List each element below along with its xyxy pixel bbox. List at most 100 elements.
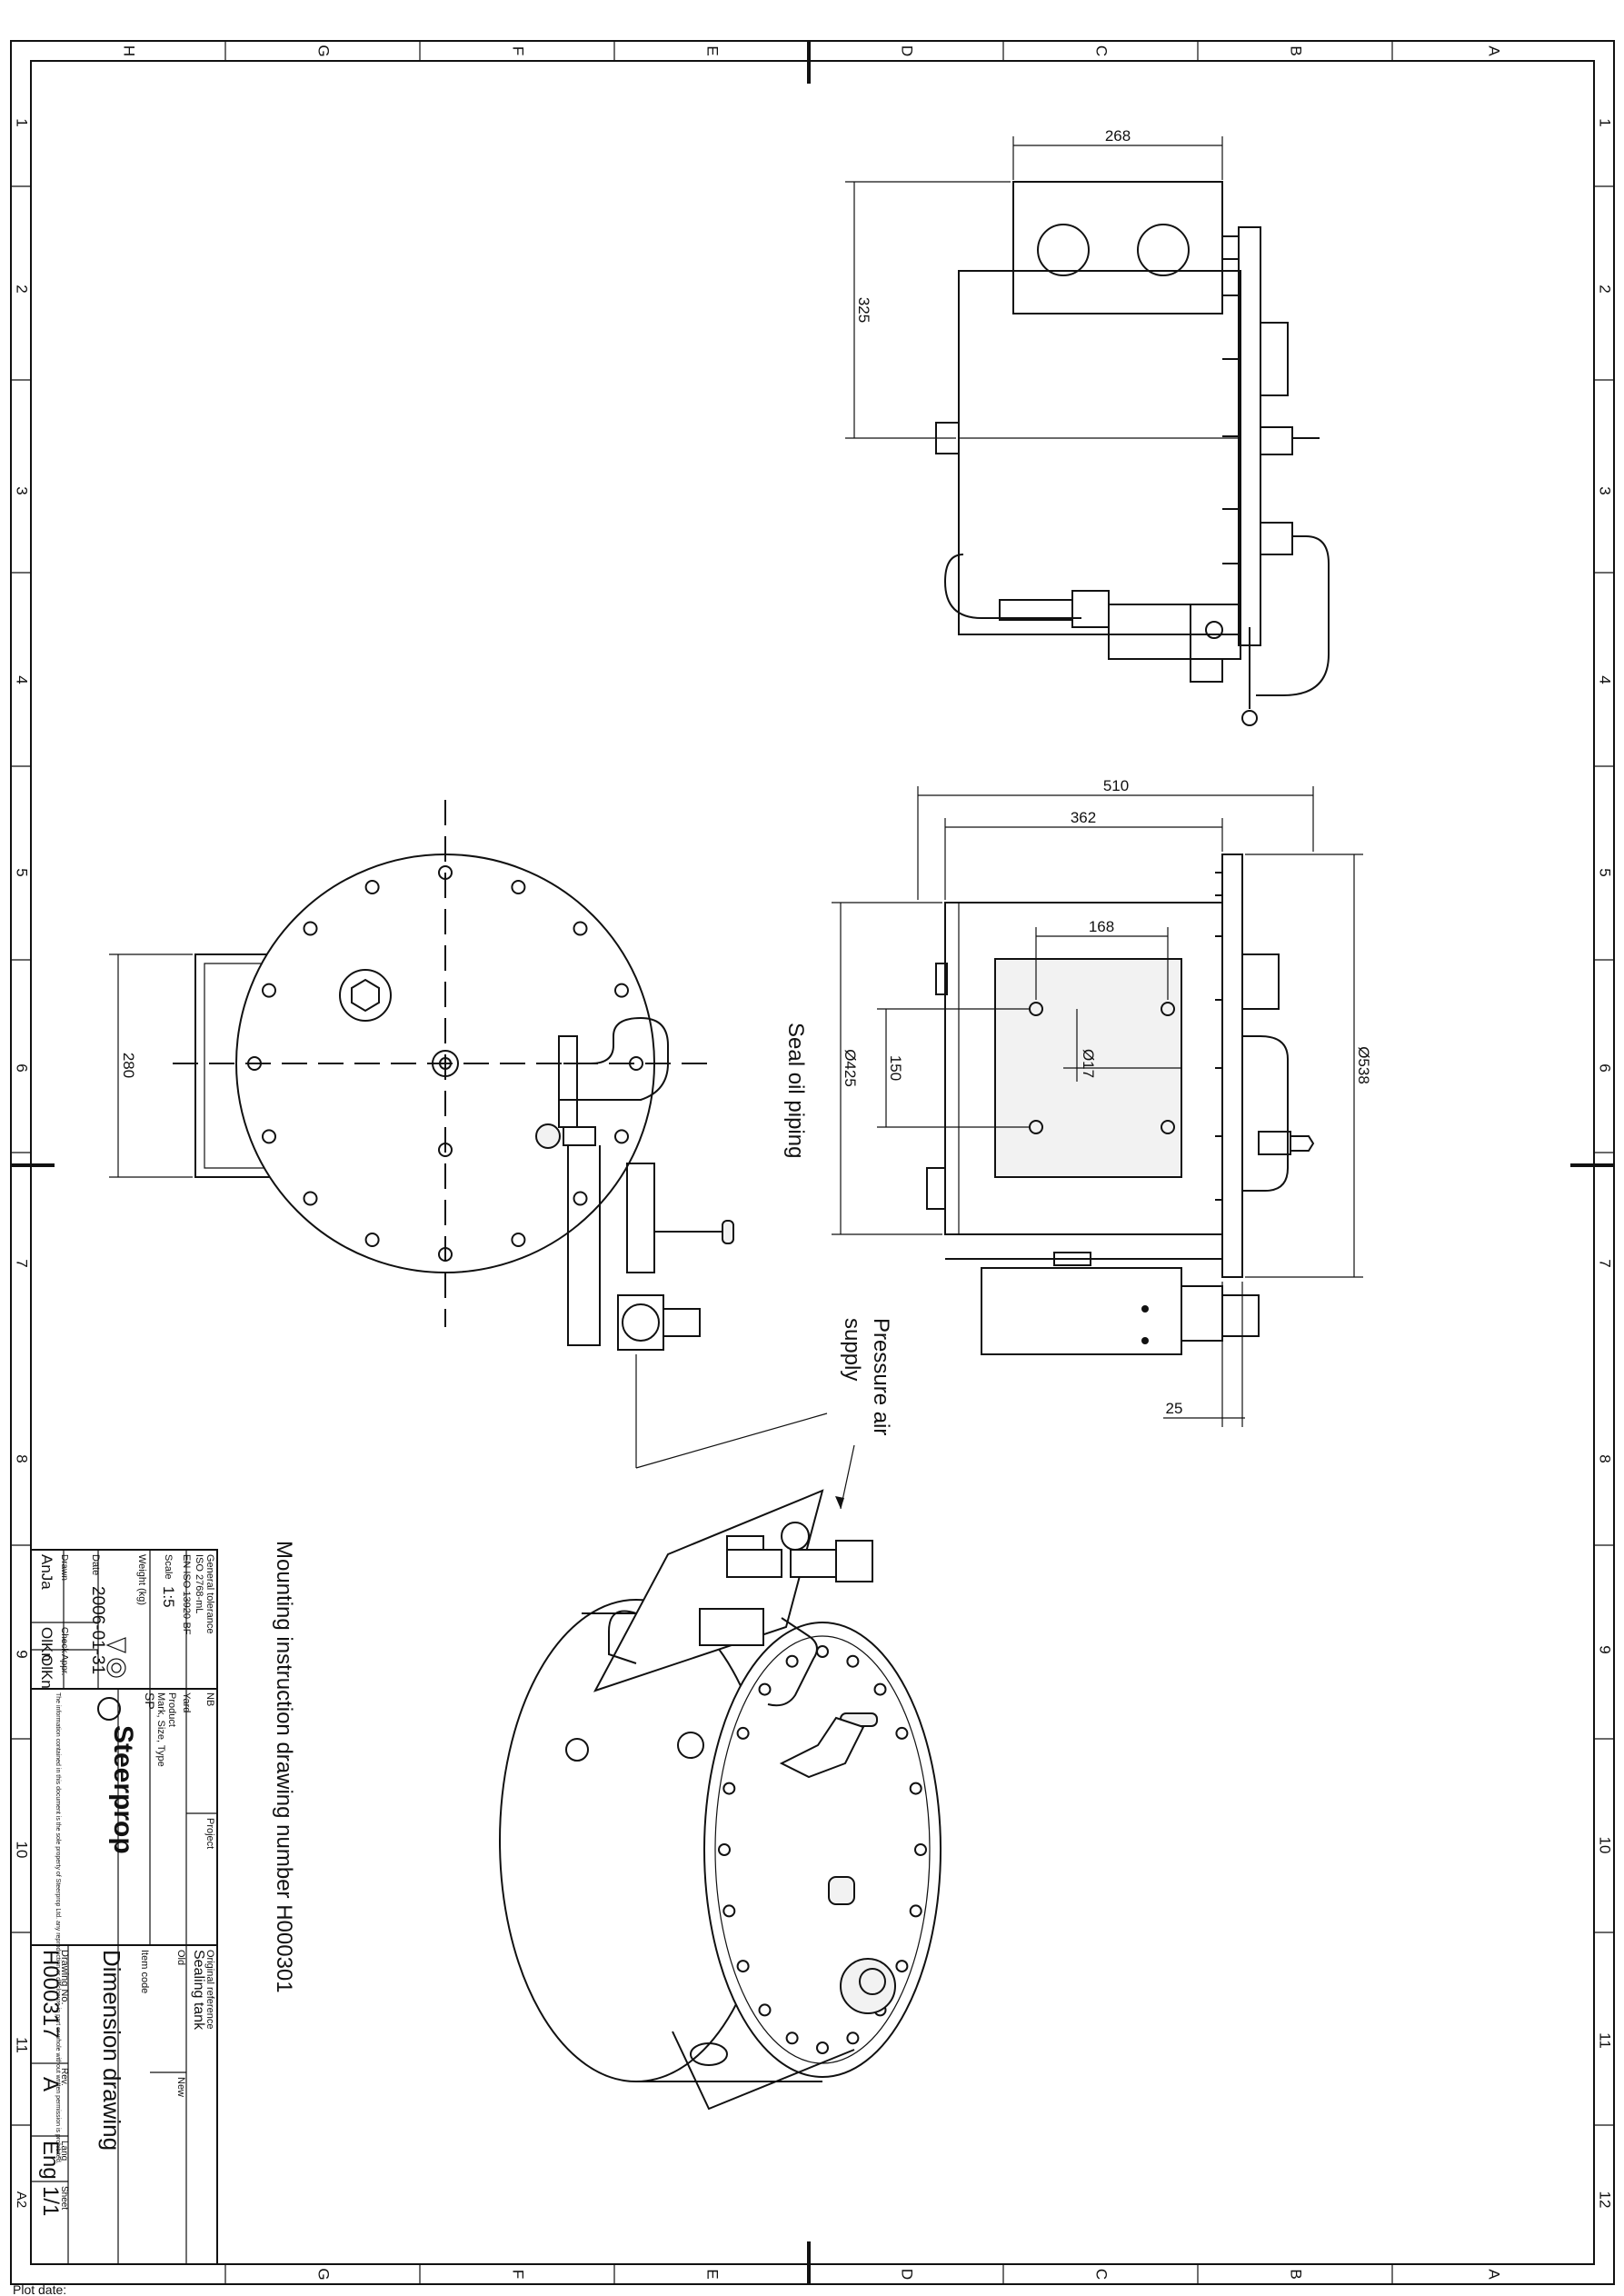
row-left-6: 6	[14, 1063, 31, 1072]
flange-bolt	[736, 1960, 750, 1973]
row-right-6: 6	[1597, 1063, 1614, 1072]
col-bottom-a: A	[1486, 2269, 1503, 2280]
flange-bolt	[914, 1843, 927, 1856]
pressure-air-label-1: Pressure air	[869, 1318, 893, 1435]
tb-item-code-label: Item code	[139, 1950, 150, 1993]
tb-new-label: New	[175, 2077, 186, 2097]
flange-bolt	[785, 1654, 799, 1668]
plot-date-label: Plot date:	[13, 2282, 66, 2296]
flange-bolt	[303, 921, 318, 936]
flange-bolt	[909, 1904, 922, 1918]
tb-check: OlKn	[38, 1627, 55, 1662]
flange-bolt	[785, 2031, 799, 2045]
row-right-7: 7	[1597, 1259, 1614, 1267]
flange-bolt	[511, 1233, 526, 1247]
tb-title: Dimension drawing	[98, 1950, 125, 2151]
flange-bolt	[873, 1682, 887, 1696]
flange-bolt	[438, 865, 453, 880]
flange-bolt	[736, 1726, 750, 1740]
flange-bolt	[846, 2031, 860, 2045]
tb-sheet-label: Sheet	[59, 2186, 69, 2210]
flange-bolt	[629, 1056, 643, 1071]
side-view: 510 362 168 Ø17 150 Ø425 Ø538 25	[832, 777, 1372, 1427]
column-markers: H G F E D C B A G F E D C B A	[121, 41, 1503, 2284]
row-left-1: 1	[14, 118, 31, 126]
col-top-c: C	[1093, 45, 1111, 56]
row-left-11: 11	[14, 2037, 31, 2053]
row-right-8: 8	[1597, 1454, 1614, 1462]
row-right-12: 12	[1597, 2191, 1614, 2209]
seal-oil-label: Seal oil piping	[783, 1023, 808, 1158]
pressure-air-label-2: supply	[840, 1318, 864, 1381]
col-top-f: F	[510, 46, 527, 55]
title-block: General tolerance ISO 2768-mL EN ISO 139…	[30, 1549, 218, 2265]
flange-bolt	[909, 1782, 922, 1795]
dim-front-height: 280	[120, 1053, 137, 1078]
dim-side-body: 362	[1071, 809, 1096, 826]
tb-old-label: Old	[175, 1950, 186, 1965]
flange-bolt	[438, 1247, 453, 1262]
flange-bolt	[816, 2041, 829, 2054]
tb-notice: The information contained in this docume…	[55, 1692, 61, 2164]
steerprop-logo: Steerprop	[97, 1697, 138, 1854]
tb-weight-label: Weight (kg)	[136, 1554, 147, 1605]
flange-bolt	[895, 1960, 909, 1973]
flange-bolt	[614, 1129, 629, 1144]
flange-bolt	[247, 1056, 262, 1071]
tb-drawing-no: H000317	[38, 1950, 63, 2038]
col-top-b: B	[1288, 45, 1305, 55]
tb-drawing-no-label: Drawing No.	[59, 1950, 70, 2005]
tb-yard-label: Yard	[181, 1692, 192, 1712]
flange-bolt	[262, 983, 276, 998]
sheet-frame	[10, 40, 1615, 2285]
row-left-5: 5	[14, 868, 31, 876]
dim-side-hole-spacing: 168	[1089, 918, 1114, 935]
flange-bolt	[573, 1191, 588, 1206]
tb-appr: OlKn	[38, 1654, 55, 1689]
tb-general-tolerance: General tolerance	[204, 1554, 215, 1633]
row-right-10: 10	[1597, 1837, 1614, 1854]
tb-sheet: 1/1	[38, 2186, 63, 2216]
flange-bolt	[758, 1682, 772, 1696]
dim-side-tank-dia: Ø425	[842, 1049, 859, 1087]
flange-bolt	[364, 1233, 380, 1247]
flange-bolt	[573, 921, 588, 936]
tb-lang: Eng	[38, 2141, 63, 2180]
dim-top-width: 268	[1105, 127, 1131, 145]
row-left-8: 8	[14, 1454, 31, 1462]
row-right-11: 11	[1597, 2032, 1614, 2049]
col-top-a: A	[1486, 45, 1503, 56]
col-bottom-g: G	[315, 2268, 333, 2280]
tb-orig-ref: Sealing tank	[191, 1950, 206, 2031]
front-view: 280	[109, 800, 828, 1469]
dim-side-vertical-spacing: 150	[887, 1055, 904, 1081]
tb-product-label: Product	[166, 1692, 177, 1727]
col-bottom-c: C	[1093, 2269, 1111, 2280]
row-left-2: 2	[14, 285, 31, 293]
tb-mark: SP	[143, 1692, 157, 1710]
col-bottom-f: F	[510, 2270, 527, 2279]
tb-lang-label: Lang	[59, 2141, 69, 2161]
col-top-g: G	[315, 45, 333, 56]
row-right-2: 2	[1597, 285, 1614, 293]
row-markers: 1 2 3 4 5 6 7 8 1 2 3 4 5 6 7 8 9 10 11 …	[11, 118, 1614, 2208]
dim-side-flange-dia: Ø538	[1355, 1046, 1372, 1084]
tb-scale: 1:5	[160, 1586, 177, 1608]
col-top-d: D	[899, 45, 916, 56]
row-right-4: 4	[1597, 675, 1614, 684]
col-top-h: H	[121, 45, 138, 56]
tb-drawn-label: Drawn	[59, 1554, 69, 1581]
tb-check-label: Check	[59, 1627, 69, 1653]
flange-bolt	[758, 2003, 772, 2017]
tb-iso-2768: ISO 2768-mL	[194, 1554, 204, 1613]
dim-side-hole-dia: Ø17	[1080, 1049, 1097, 1078]
flange-bolt	[846, 1654, 860, 1668]
top-view: 268 325	[845, 127, 1330, 726]
row-left-9: 9	[14, 1650, 31, 1658]
dim-top-height: 325	[855, 297, 872, 323]
col-bottom-b: B	[1288, 2269, 1305, 2279]
flange-bolt	[614, 983, 629, 998]
tb-orig-ref-label: Original reference	[204, 1950, 215, 2029]
flange-bolt	[511, 880, 526, 894]
